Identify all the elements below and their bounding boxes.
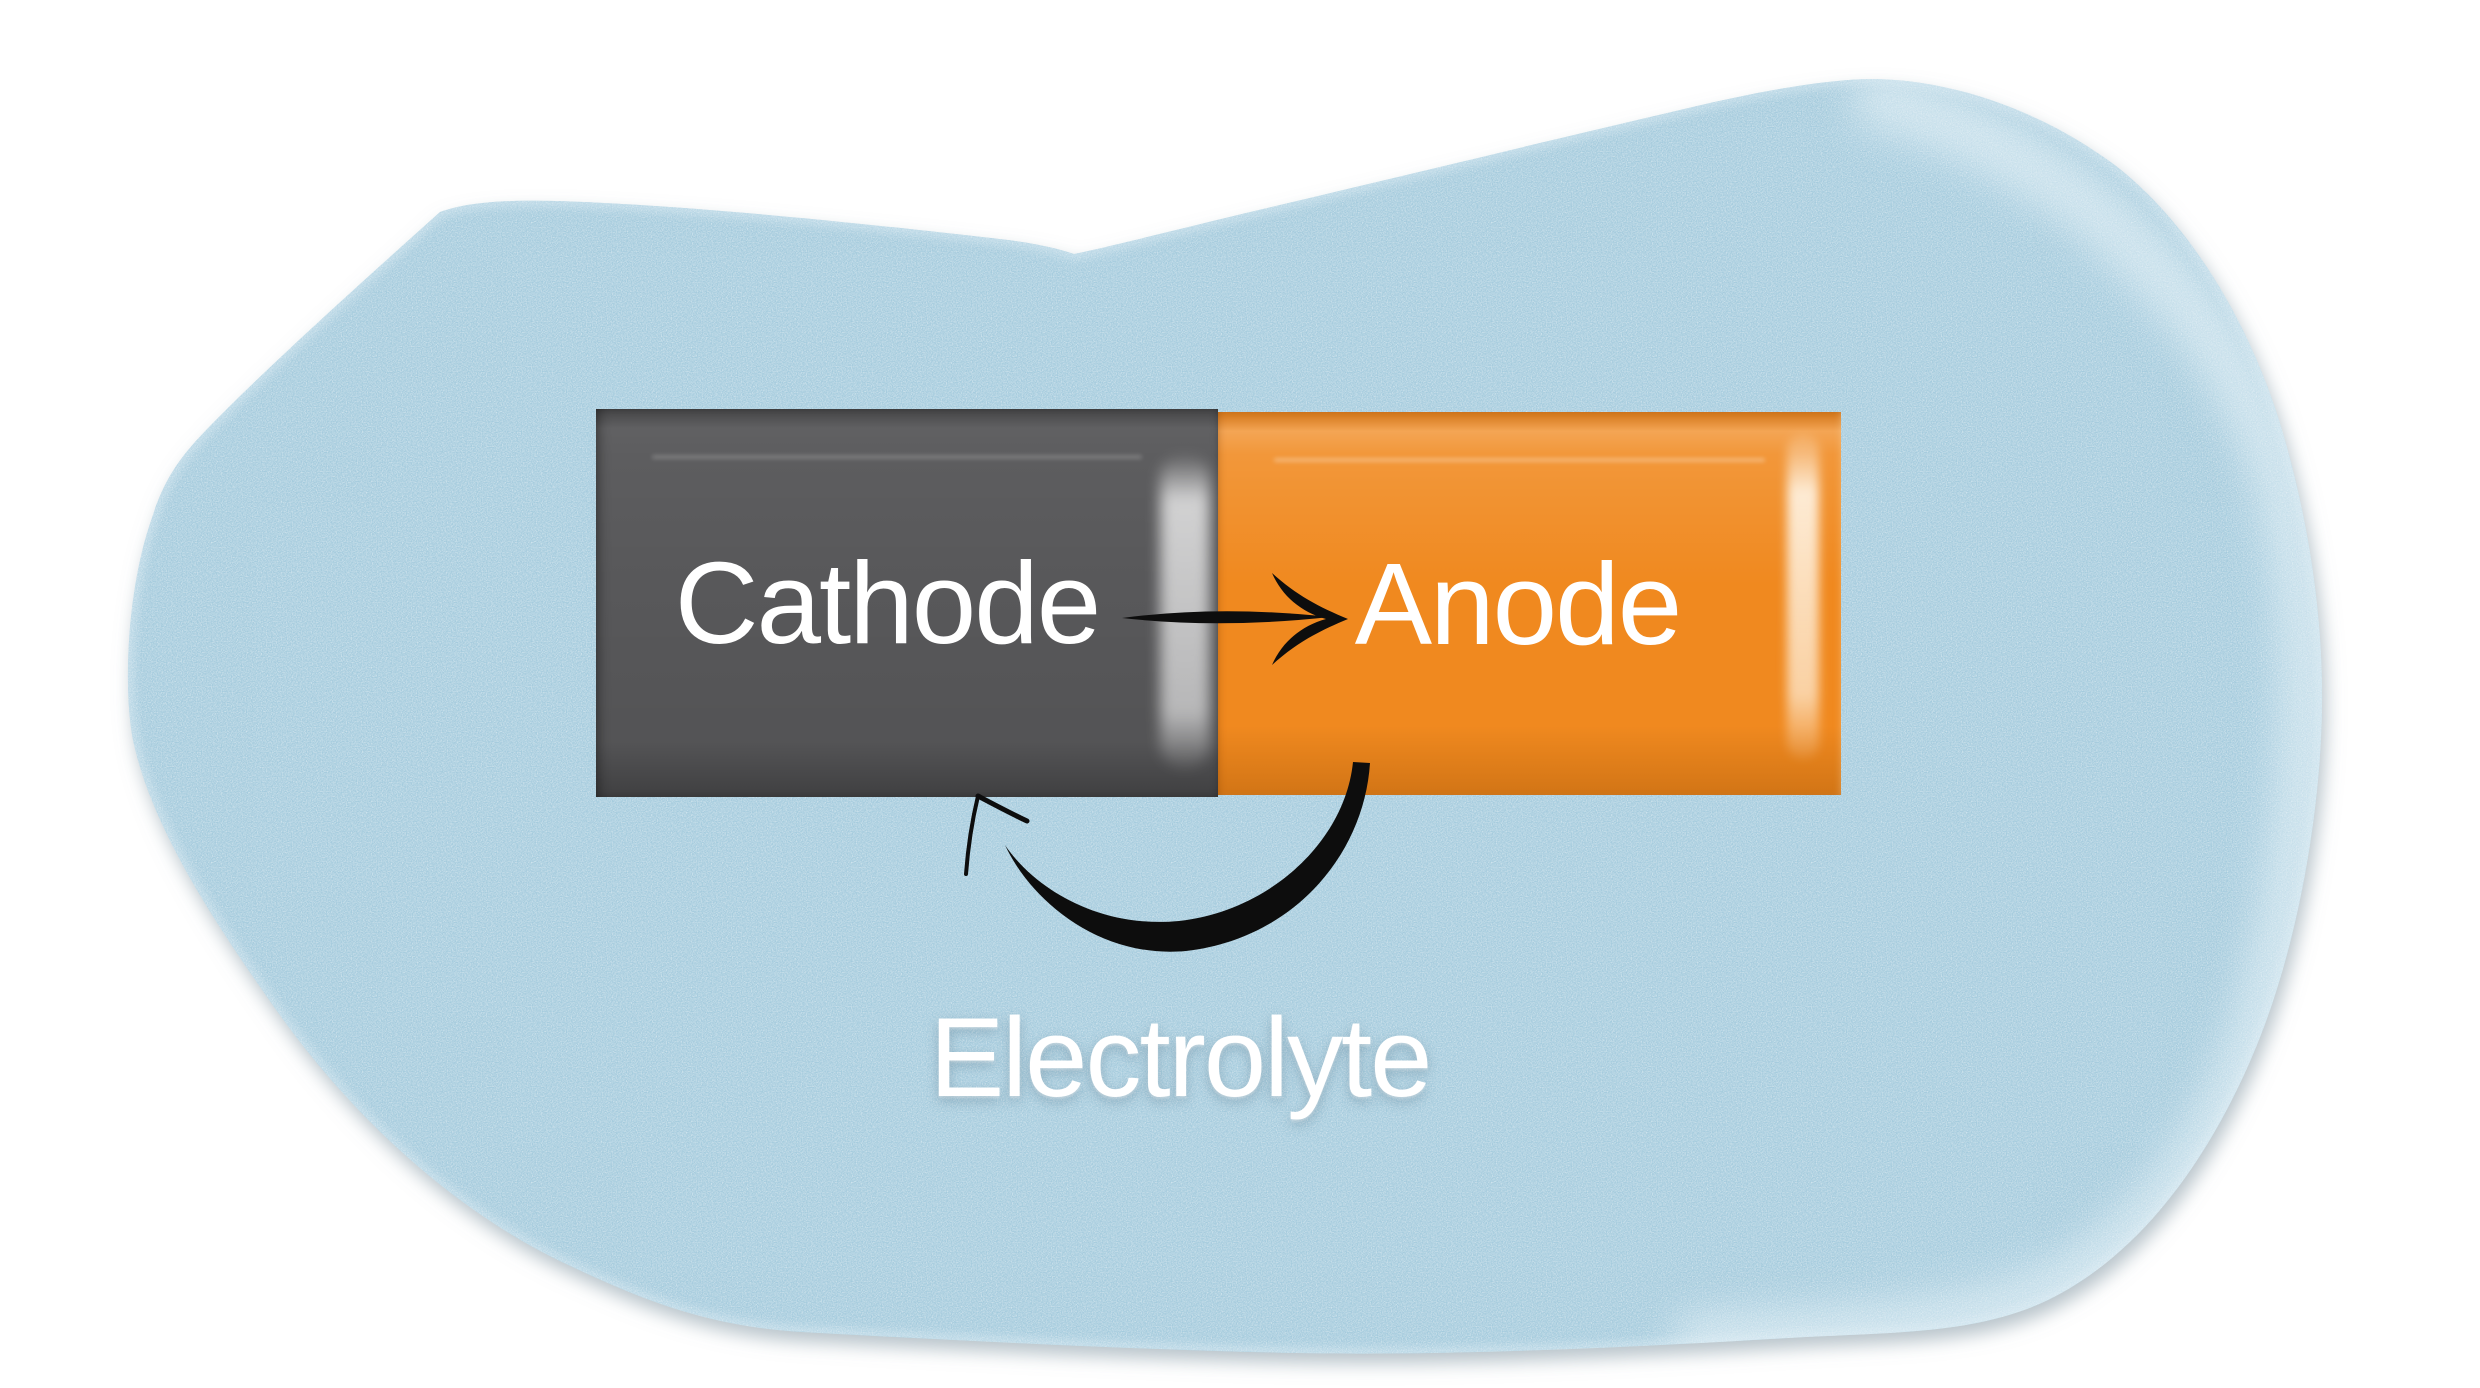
- blob-rim-highlight: [127, 79, 2323, 1354]
- blob-edge-highlight: [1671, 79, 2323, 1354]
- electrolyte-label: Electrolyte: [929, 995, 1433, 1120]
- anode-top-bevel: [1274, 458, 1765, 462]
- cathode-box: Cathode: [596, 409, 1218, 797]
- anode-box: Anode: [1218, 412, 1841, 795]
- anode-gloss-highlight: [1787, 434, 1819, 759]
- cathode-gloss-highlight: [1160, 453, 1210, 769]
- cathode-top-bevel: [652, 455, 1142, 459]
- anode-label: Anode: [1354, 538, 1682, 669]
- cathode-label: Cathode: [674, 538, 1102, 668]
